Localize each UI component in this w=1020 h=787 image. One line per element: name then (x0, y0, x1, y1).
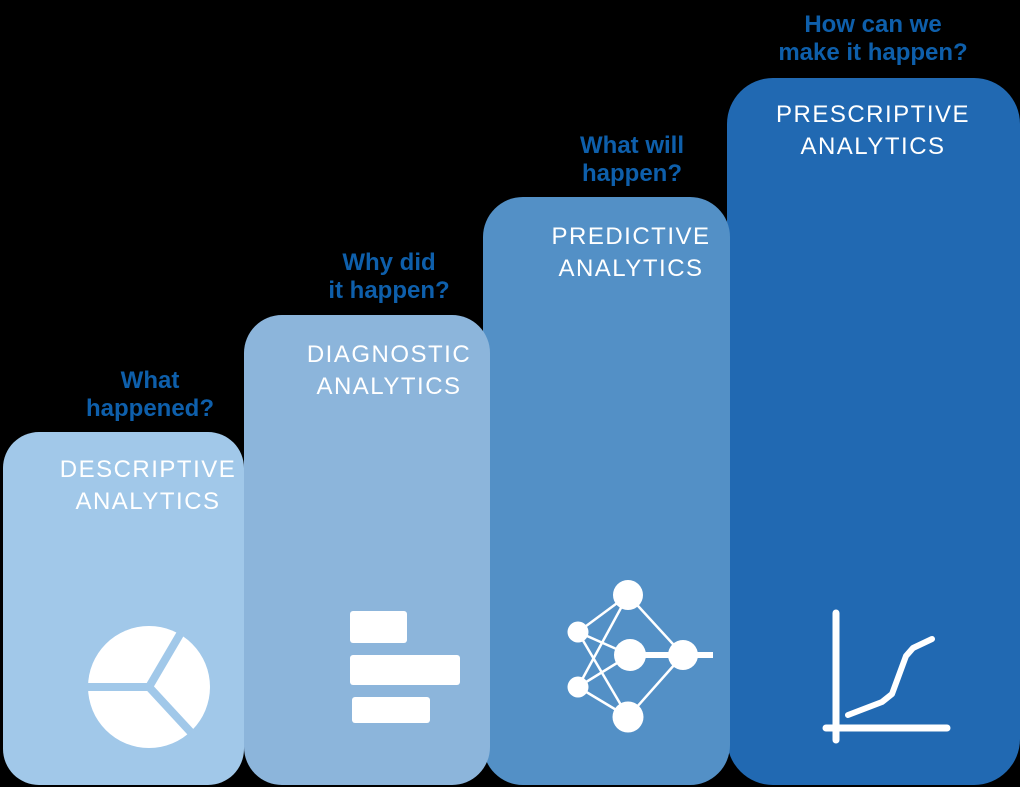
question-line: How can we (804, 11, 942, 38)
title-line: ANALYTICS (75, 488, 221, 515)
title-line: ANALYTICS (800, 133, 946, 160)
question-prescriptive: How can we make it happen? (778, 11, 967, 67)
question-line: What will (580, 132, 684, 159)
question-diagnostic: Why did it happen? (328, 249, 449, 305)
prescriptive-analytics-bar (727, 78, 1020, 785)
network-graph-icon (567, 580, 713, 733)
predictive-analytics-bar (483, 197, 730, 785)
title-descriptive-analytics: DESCRIPTIVE ANALYTICS (60, 454, 237, 518)
line-chart-icon (822, 609, 951, 744)
question-line: happen? (582, 160, 682, 187)
title-line: DIAGNOSTIC (306, 341, 472, 368)
question-descriptive: What happened? (86, 367, 214, 423)
question-line: it happen? (328, 277, 450, 304)
title-line: ANALYTICS (316, 373, 462, 400)
title-predictive-analytics: PREDICTIVE ANALYTICS (551, 221, 710, 285)
question-line: Why did (342, 249, 436, 276)
title-line: PREDICTIVE (551, 223, 711, 250)
title-line: PRESCRIPTIVE (775, 101, 971, 128)
question-line: What (120, 367, 180, 394)
title-prescriptive-analytics: PRESCRIPTIVE ANALYTICS (776, 99, 970, 163)
title-line: ANALYTICS (558, 255, 704, 282)
question-line: make it happen? (778, 39, 968, 66)
pie-chart-icon (81, 621, 210, 748)
title-diagnostic-analytics: DIAGNOSTIC ANALYTICS (307, 339, 471, 403)
question-line: happened? (85, 395, 215, 422)
question-predictive: What will happen? (580, 132, 684, 188)
title-line: DESCRIPTIVE (59, 456, 237, 483)
horizontal-bar-chart-icon (350, 611, 460, 723)
